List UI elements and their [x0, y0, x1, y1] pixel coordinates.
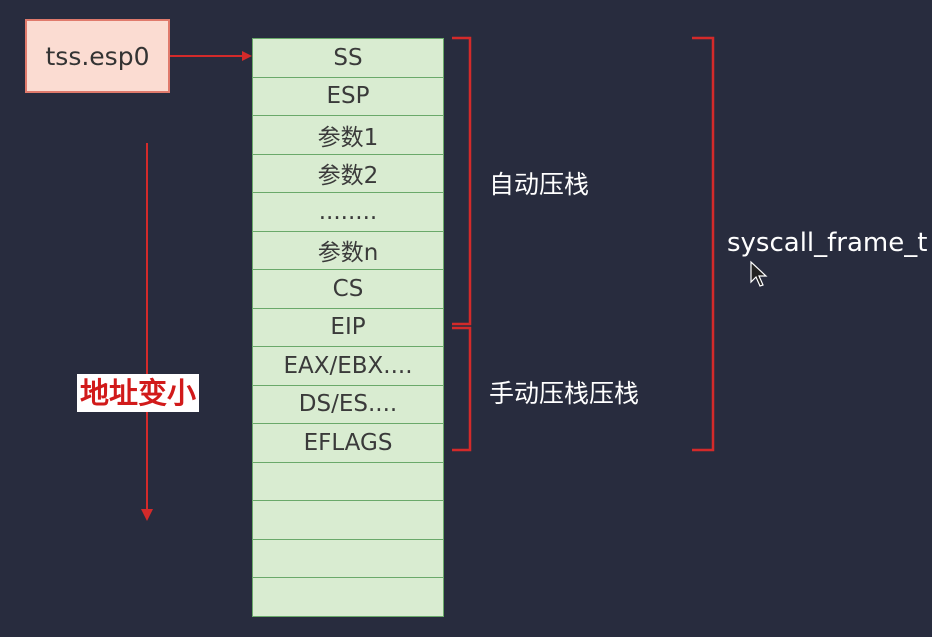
manual-push-bracket [452, 326, 472, 452]
stack-cell [253, 463, 443, 501]
address-arrow-head [141, 509, 153, 521]
stack-cell: DS/ES.... [253, 386, 443, 424]
stack-cell: CS [253, 270, 443, 309]
stack-cell: EIP [253, 309, 443, 347]
auto-push-bracket [452, 36, 472, 326]
stack-cell: EAX/EBX.... [253, 347, 443, 386]
stack-cell: ESP [253, 78, 443, 116]
manual-push-label: 手动压栈压栈 [489, 379, 640, 408]
pointer-arrow-head [242, 51, 252, 61]
tss-esp0-box: tss.esp0 [25, 19, 170, 93]
stack-cell [253, 540, 443, 578]
stack-cell: ........ [253, 193, 443, 232]
address-decreasing-label: 地址变小 [77, 374, 200, 412]
stack-cell [253, 501, 443, 540]
syscall-frame-label: syscall_frame_t [727, 228, 928, 258]
stack-cell: 参数n [253, 232, 443, 270]
auto-push-label: 自动压栈 [489, 170, 590, 199]
syscall-frame-bracket [692, 36, 715, 452]
stack-cell [253, 578, 443, 617]
stack-cell: EFLAGS [253, 424, 443, 463]
stack-cell: SS [253, 39, 443, 78]
stack-cell: 参数2 [253, 155, 443, 193]
mouse-cursor-icon [750, 260, 768, 287]
stack-cell: 参数1 [253, 116, 443, 155]
tss-esp0-label: tss.esp0 [45, 41, 150, 71]
